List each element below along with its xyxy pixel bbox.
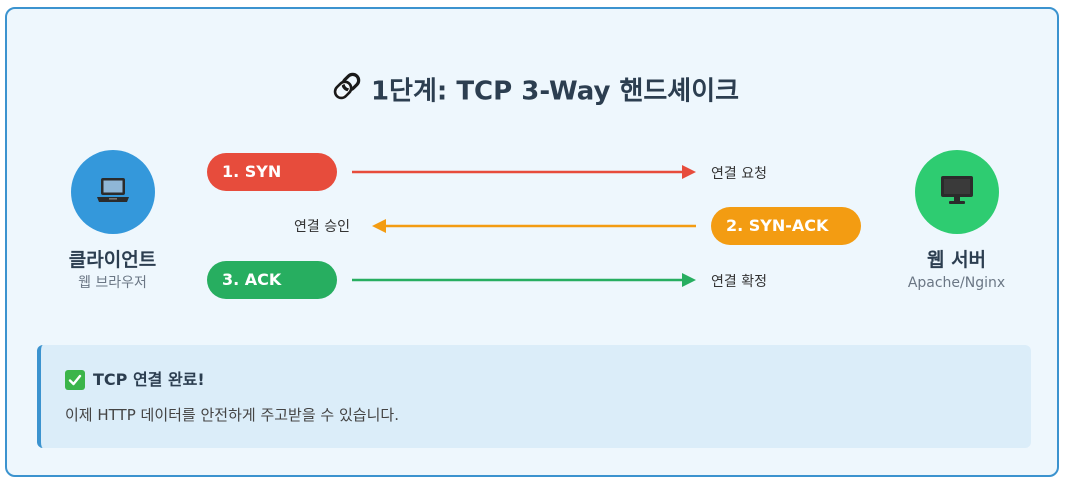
check-icon — [65, 370, 85, 390]
syn-note: 연결 요청 — [711, 166, 767, 182]
monitor-icon — [939, 174, 975, 210]
server-sub: Apache/Nginx — [907, 275, 1006, 291]
result-text: 이제 HTTP 데이터를 안전하게 주고받을 수 있습니다. — [65, 406, 399, 424]
ack-note: 연결 확정 — [711, 274, 767, 290]
server-name: 웹 서버 — [926, 249, 987, 271]
link-icon — [331, 70, 363, 114]
result-panel: TCP 연결 완료! 이제 HTTP 데이터를 안전하게 주고받을 수 있습니다… — [37, 345, 1031, 448]
result-title-text: TCP 연결 완료! — [93, 370, 205, 389]
syn-ack-pill: 2. SYN-ACK — [711, 207, 861, 245]
syn-pill: 1. SYN — [207, 153, 337, 191]
client-node: 클라이언트 웹 브라우저 — [40, 150, 185, 292]
ack-arrow — [352, 273, 696, 287]
syn-arrow — [352, 165, 696, 179]
laptop-icon — [94, 175, 132, 209]
syn-ack-arrow — [372, 219, 696, 233]
ack-pill: 3. ACK — [207, 261, 337, 299]
client-circle — [70, 150, 155, 234]
client-sub: 웹 브라우저 — [78, 275, 147, 291]
client-name: 클라이언트 — [68, 249, 157, 271]
result-title: TCP 연결 완료! — [65, 369, 205, 391]
server-node: 웹 서버 Apache/Nginx — [884, 150, 1029, 292]
server-circle — [914, 150, 999, 234]
title-text: 1단계: TCP 3-Way 핸드셰이크 — [370, 76, 740, 107]
syn-ack-note: 연결 승인 — [294, 219, 350, 235]
diagram-title: 1단계: TCP 3-Way 핸드셰이크 — [0, 70, 1070, 114]
